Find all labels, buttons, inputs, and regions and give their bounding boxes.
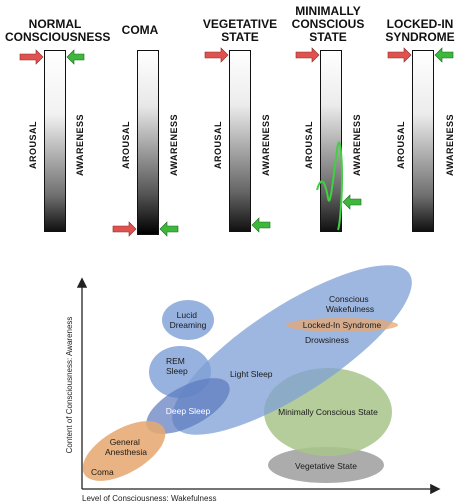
label-light-sleep: Light Sleep	[230, 369, 273, 379]
state-title: VEGETATIVE STATE	[202, 17, 278, 44]
label-minimally-conscious-state: Minimally Conscious State	[278, 407, 378, 417]
label-rem-sleep: REM Sleep	[166, 356, 188, 376]
arousal-arrow	[295, 47, 320, 63]
label-general-anesthesia: General Anesthesia	[105, 437, 147, 457]
awareness-bar-coma	[137, 50, 159, 235]
label-line: General	[110, 437, 140, 447]
y-axis-title: Content of Consciousness: Awareness	[65, 317, 74, 454]
region-wakefulness-band	[172, 265, 412, 435]
region-lucid-dreaming	[162, 300, 214, 340]
state-title: LOCKED-IN SYNDROME	[385, 17, 455, 44]
arousal-arrow	[387, 47, 412, 63]
region-vegetative-state	[268, 447, 384, 483]
state-title: MINIMALLY CONSCIOUS STATE	[291, 4, 365, 44]
awareness-fluctuation-wave	[316, 141, 344, 231]
label-line: Lucid	[177, 310, 198, 320]
label-vegetative-state: Vegetative State	[295, 461, 357, 471]
awareness-arrow	[66, 49, 85, 65]
label-lucid-dreaming: Lucid Dreaming	[170, 310, 207, 330]
label-line: Sleep	[166, 366, 188, 376]
region-general-anesthesia	[82, 421, 166, 481]
awareness-bar-vegetative	[229, 50, 251, 232]
label-line: Conscious	[329, 294, 369, 304]
label-line: Wakefulness	[326, 304, 374, 314]
arousal-arrow	[19, 49, 44, 65]
awareness-bar-locked-in	[412, 50, 434, 232]
region-locked-in-syndrome	[286, 318, 398, 332]
awareness-arrow	[251, 217, 271, 233]
label-line: Dreaming	[170, 320, 207, 330]
region-deep-sleep	[146, 378, 230, 434]
awareness-bar-normal	[44, 50, 66, 232]
label-coma: Coma	[91, 467, 114, 477]
arousal-arrow	[204, 47, 229, 63]
label-locked-in-syndrome: Locked-In Syndrome	[303, 320, 382, 330]
awareness-arrow	[342, 194, 362, 210]
state-title: COMA	[121, 23, 159, 37]
arousal-arrow	[112, 221, 137, 237]
label-line: REM	[166, 356, 185, 366]
awareness-arrow	[434, 47, 454, 63]
x-axis-title: Level of Consciousness: Wakefulness	[82, 494, 216, 503]
awareness-arrow	[159, 221, 179, 237]
state-title: NORMAL CONSCIOUSNESS	[5, 17, 111, 44]
label-line: Anesthesia	[105, 447, 147, 457]
label-drowsiness: Drowsiness	[305, 335, 349, 345]
label-conscious-wakefulness: Conscious Wakefulness	[326, 294, 374, 314]
label-deep-sleep: Deep Sleep	[166, 406, 211, 416]
